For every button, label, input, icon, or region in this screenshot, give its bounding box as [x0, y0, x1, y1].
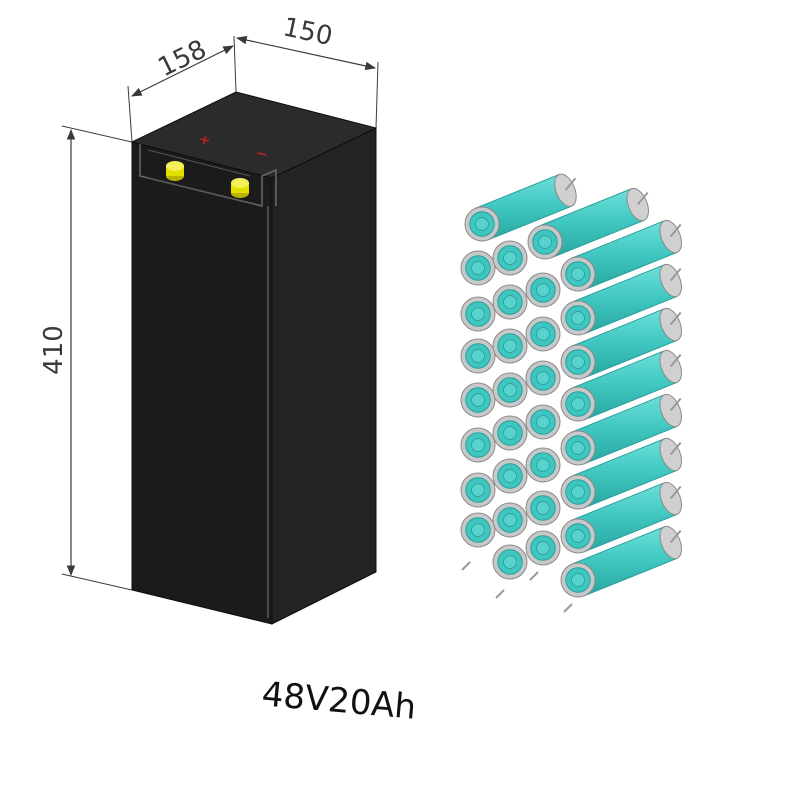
cell-right-1	[560, 219, 682, 292]
width-label: 150	[280, 12, 335, 52]
cell-end-c1-7	[460, 512, 496, 548]
cell-end-c3-4	[525, 404, 561, 440]
cell-end-c1-1	[460, 250, 496, 286]
capacity-caption: 48V20Ah	[260, 674, 417, 727]
cell-end-c2-7	[492, 502, 528, 538]
battery-case: + −	[130, 91, 378, 625]
cell-right-5-end	[560, 430, 596, 466]
width-dim-line	[235, 35, 377, 71]
case-side-face	[271, 127, 377, 625]
cell-right-6-end	[560, 474, 596, 510]
cell-end-c3-2	[525, 316, 561, 352]
nickel-tab-4	[563, 603, 573, 613]
cell-end-c2-3	[492, 328, 528, 364]
cell-pack	[460, 173, 682, 613]
cell-right-4	[560, 349, 682, 422]
cell-end-c2-1	[492, 240, 528, 276]
cell-end-c1-6	[460, 472, 496, 508]
cell-right-8	[560, 525, 682, 598]
cell-right-1-end	[560, 256, 596, 292]
nickel-tab-3	[529, 571, 539, 581]
cell-end-c2-2	[492, 284, 528, 320]
cell-end-c1-4	[460, 382, 496, 418]
cell-end-c3-5	[525, 447, 561, 483]
cell-end-c2-5	[492, 415, 528, 451]
cell-right-5	[560, 393, 682, 466]
cell-top-2	[527, 187, 649, 260]
height-label: 410	[39, 325, 69, 375]
cell-top-1	[464, 173, 577, 242]
cell-end-c1-3	[460, 338, 496, 374]
cell-top-2-end	[527, 224, 563, 260]
cell-end-c2-4	[492, 372, 528, 408]
case-front-face	[131, 141, 273, 625]
positive-symbol: +	[197, 131, 212, 149]
cell-end-c1-5	[460, 427, 496, 463]
cell-end-c2-8	[492, 544, 528, 580]
nickel-tab-2	[495, 589, 505, 599]
cell-right-4-end	[560, 386, 596, 422]
terminal-tray-outline	[139, 144, 277, 207]
dimension-height: 410	[39, 125, 133, 591]
depth-label: 158	[154, 34, 212, 83]
cell-right-8-end	[560, 562, 596, 598]
cell-right-7-end	[560, 518, 596, 554]
depth-dim-line	[131, 45, 234, 97]
cell-right-2	[560, 263, 682, 336]
cell-right-2-end	[560, 300, 596, 336]
nickel-tab-1	[461, 561, 471, 571]
cell-end-c3-7	[525, 530, 561, 566]
cell-end-c2-6	[492, 458, 528, 494]
cell-right-7	[560, 481, 682, 554]
cell-right-3	[560, 307, 682, 380]
cell-end-c3-1	[525, 272, 561, 308]
terminal-tray-inner	[147, 149, 251, 177]
cell-end-c3-6	[525, 490, 561, 526]
cell-right-3-end	[560, 344, 596, 380]
positive-terminal	[166, 161, 184, 181]
negative-symbol: −	[254, 145, 269, 163]
cell-end-c1-2	[460, 296, 496, 332]
cell-top-1-end	[464, 206, 500, 242]
terminal-tray-inner-2	[147, 177, 257, 205]
negative-terminal	[231, 178, 249, 198]
cell-end-c3-3	[525, 360, 561, 396]
cell-right-6	[560, 437, 682, 510]
